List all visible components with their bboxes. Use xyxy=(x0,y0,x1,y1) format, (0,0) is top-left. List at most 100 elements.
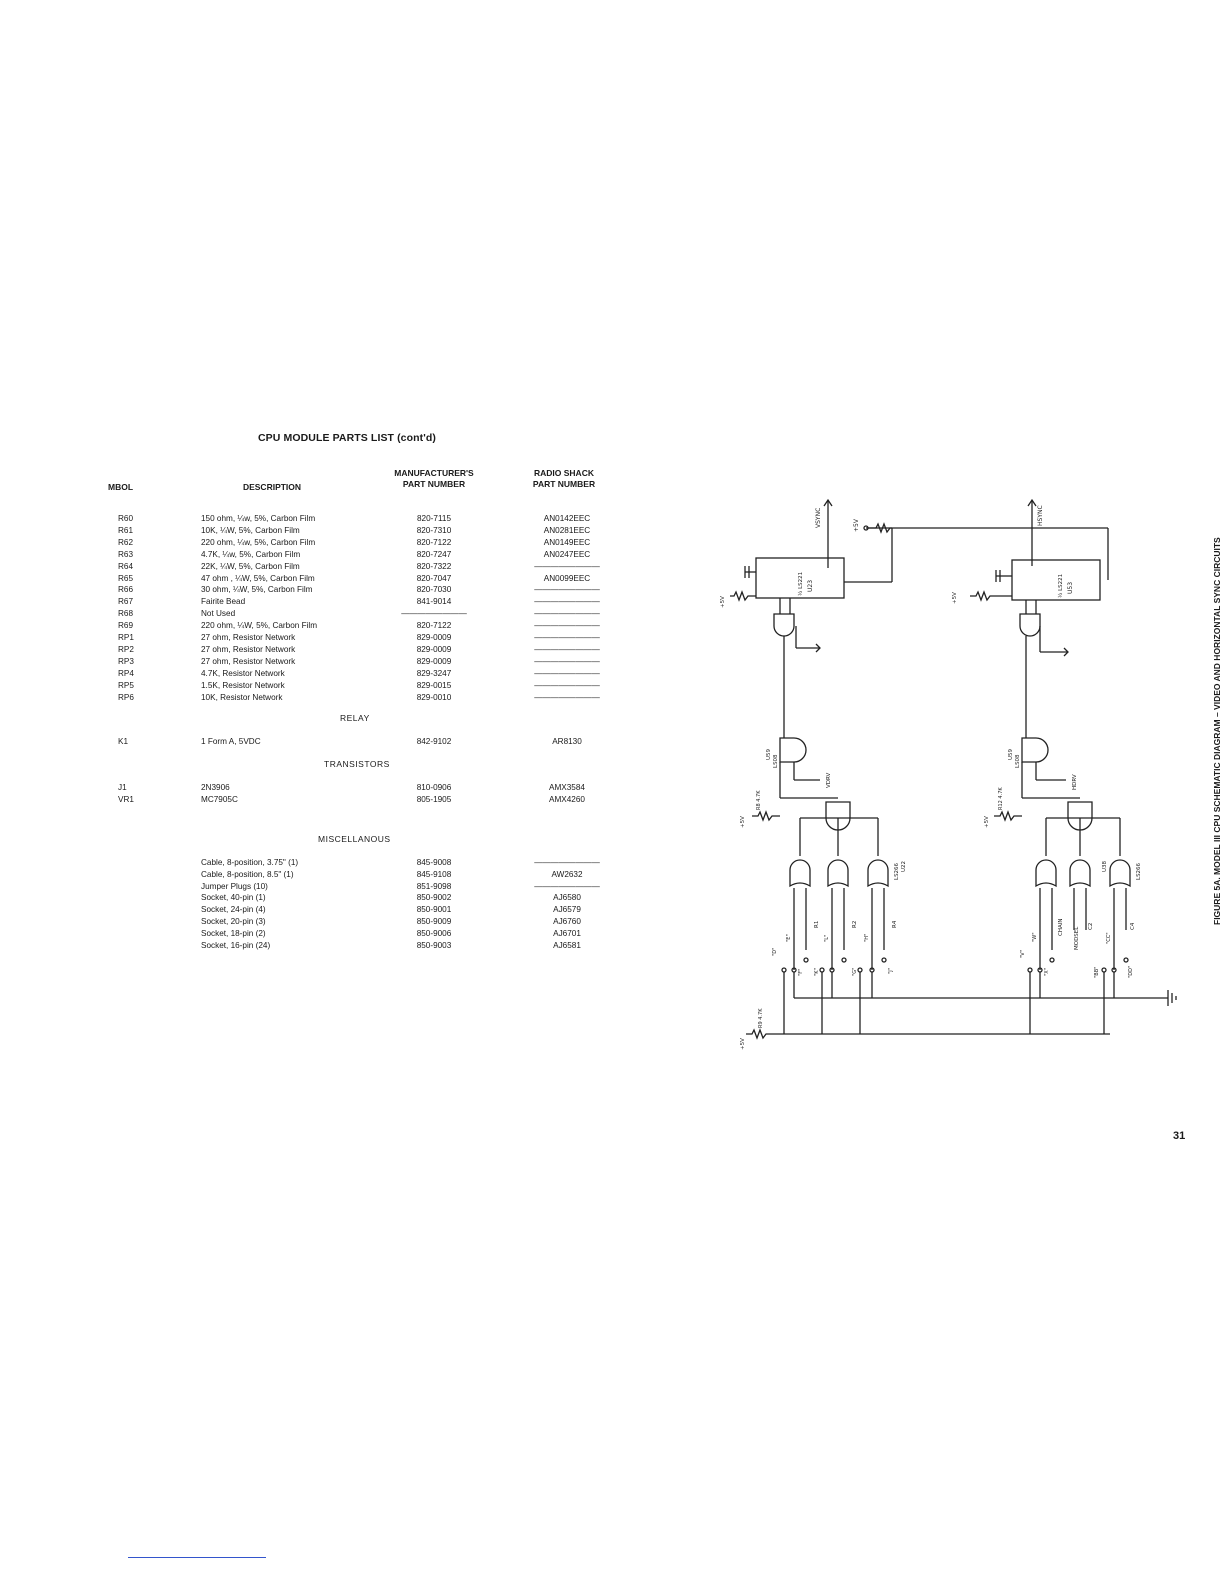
row-rs-part: ———————— xyxy=(534,680,600,690)
row-description: Cable, 8-position, 8.5" (1) xyxy=(201,869,294,879)
row-description: Cable, 8-position, 3.75" (1) xyxy=(201,858,299,867)
vdrv-label: VDRV xyxy=(826,772,832,788)
chain-label: CHAIN xyxy=(1058,919,1064,936)
row-symbol: R64 xyxy=(118,561,134,571)
row-rs-part: ———————— xyxy=(534,668,600,678)
row-rs-part: AW2632 xyxy=(551,869,583,879)
u59-right-label: U59 xyxy=(1008,748,1014,760)
jumper-w: "W" xyxy=(1032,932,1038,942)
u38-label: U38 xyxy=(1102,860,1108,872)
rxor-gate-1 xyxy=(1035,859,1057,888)
row-rs-part: ———————— xyxy=(534,633,600,642)
row-rs-part: AN0149EEC xyxy=(543,537,591,547)
header-mfr-line1: MANUFACTURER'S xyxy=(394,468,474,478)
row-mfr-part: 805-1905 xyxy=(416,795,452,804)
u23-type: ½ LS221 xyxy=(797,572,804,596)
row-symbol: RP5 xyxy=(118,680,134,690)
row-mfr-part: 850-9003 xyxy=(416,940,452,950)
table-row: Cable, 8-position, 3.75" (1)845-9008————… xyxy=(0,857,620,869)
row-description: 47 ohm , ¼W, 5%, Carbon Film xyxy=(201,573,315,583)
row-rs-part: AN0281EEC xyxy=(543,525,591,535)
row-description: 220 ohm, ¼W, 5%, Carbon Film xyxy=(201,621,318,631)
row-mfr-part: 820-7047 xyxy=(416,573,452,583)
row-description: Socket, 18-pin (2) xyxy=(201,928,266,938)
row-description: 1.5K, Resistor Network xyxy=(201,680,285,690)
row-description: 4.7K, Resistor Network xyxy=(201,668,285,678)
r1-label: R1 xyxy=(814,921,820,928)
figure-caption: FIGURE 5A. MODEL III CPU SCHEMATIC DIAGR… xyxy=(1212,537,1222,925)
table-row: RP4 4.7K, Resistor Network 829-3247 ———————… xyxy=(0,668,620,680)
row-mfr-part: ———————— xyxy=(401,609,467,619)
plus5v-rail xyxy=(746,1028,1110,1040)
row-mfr-part: 810-0906 xyxy=(416,783,452,792)
u59-left-label: U59 xyxy=(766,748,772,760)
u53-label: U53 xyxy=(1067,582,1074,594)
row-rs-part: AN0099EEC xyxy=(543,573,591,583)
row-rs-part: AJ6760 xyxy=(553,917,581,926)
row-description: 10K, Resistor Network xyxy=(201,692,283,702)
row-rs-part: AR8130 xyxy=(552,737,582,746)
row-mfr-part: 842-9102 xyxy=(416,737,452,746)
jumper-f: "F" xyxy=(798,969,804,976)
xor-gate-3 xyxy=(867,859,889,888)
row-symbol: R63 xyxy=(118,549,134,559)
header-rs-part: RADIO SHACK PART NUMBER xyxy=(508,468,620,490)
hdrv-label: HDRV xyxy=(1072,774,1078,790)
row-rs-part: ———————— xyxy=(534,858,600,867)
left-ground-arrow-icon xyxy=(815,643,821,653)
right-ground-arrow-icon xyxy=(1063,647,1069,657)
row-symbol: RP6 xyxy=(118,692,134,702)
row-mfr-part: 829-3247 xyxy=(416,668,452,678)
row-description: Not Used xyxy=(201,609,236,619)
r4-label: R4 xyxy=(892,920,898,928)
row-description: 4.7K, ¼w, 5%, Carbon Film xyxy=(201,549,301,559)
row-rs-part: AJ6581 xyxy=(553,940,581,950)
u23-gate xyxy=(773,613,795,637)
ls266-right-label: LS266 xyxy=(1136,862,1142,880)
row-description: 150 ohm, ¼w, 5%, Carbon Film xyxy=(201,514,316,523)
row-rs-part: ———————— xyxy=(534,692,600,702)
row-description: MC7905C xyxy=(201,795,238,804)
r8-label: R8 4.7K xyxy=(756,790,762,810)
c4-label: C4 xyxy=(1130,922,1136,930)
modsel-label: MODSEL xyxy=(1074,926,1080,950)
u23-label: U23 xyxy=(807,580,814,592)
row-rs-part: ———————— xyxy=(534,561,600,571)
row-rs-part: AMX4260 xyxy=(549,795,585,804)
u23-block xyxy=(755,557,845,599)
row-symbol: R68 xyxy=(118,609,134,619)
row-description: Socket, 24-pin (4) xyxy=(201,905,266,915)
rxor-gate-2 xyxy=(1069,859,1091,888)
row-symbol: R66 xyxy=(118,585,134,595)
relay-heading: RELAY xyxy=(340,713,370,723)
jumper-j: "J" xyxy=(888,968,894,974)
row-rs-part: ———————— xyxy=(534,881,600,891)
footer-link-underline xyxy=(128,1557,266,1558)
page-title: CPU MODULE PARTS LIST (cont'd) xyxy=(258,432,436,444)
ls266-left-label: LS266 xyxy=(894,862,900,880)
row-rs-part: ———————— xyxy=(534,597,600,607)
header-description: DESCRIPTION xyxy=(242,482,302,492)
row-mfr-part: 850-9002 xyxy=(416,893,452,903)
row-mfr-part: 851-9098 xyxy=(416,881,452,891)
row-description: Socket, 20-pin (3) xyxy=(201,917,266,926)
u22-label: U22 xyxy=(901,861,907,872)
ls08-right-label: LS08 xyxy=(1015,754,1021,768)
xor-gate-2 xyxy=(827,859,849,888)
ls08-left-label: LS08 xyxy=(773,754,779,768)
xor-gate-1 xyxy=(789,859,811,888)
plus5v-left-input: +5V xyxy=(720,596,726,608)
row-rs-part: AJ6701 xyxy=(553,928,581,938)
row-symbol: RP4 xyxy=(118,668,134,678)
plus5v-r8: +5V xyxy=(740,816,746,828)
row-mfr-part: 820-7322 xyxy=(416,561,452,571)
